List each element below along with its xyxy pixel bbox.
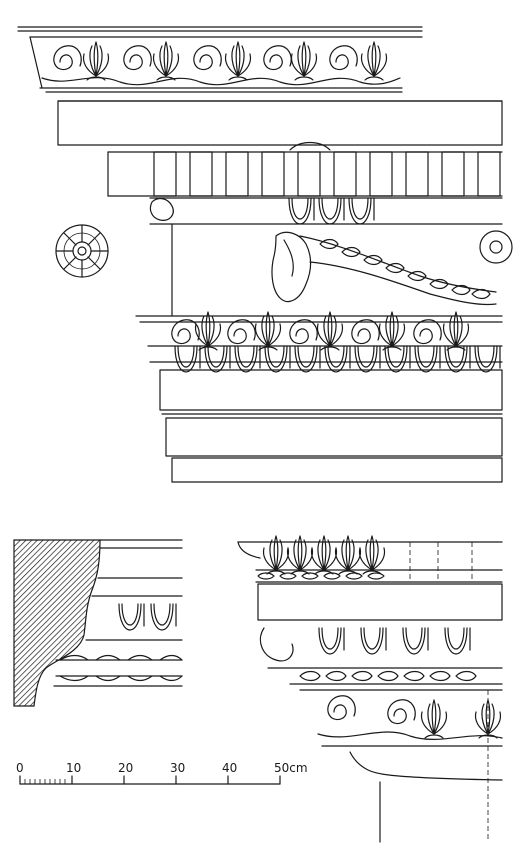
scale-label-20: 20 — [118, 761, 133, 775]
dentil-course — [107, 141, 503, 197]
cornice-profile-section — [13, 539, 183, 707]
garland — [299, 235, 497, 306]
egg-and-dart-upper — [149, 197, 503, 225]
rosette-detail — [55, 224, 109, 278]
frieze — [171, 223, 513, 317]
scale-label-30: 30 — [170, 761, 185, 775]
scale-bar: 0 10 20 30 40 50cm — [16, 761, 308, 785]
sima-ornament — [41, 41, 401, 86]
architrave-detail-elevation — [237, 535, 503, 843]
scale-label-0: 0 — [16, 761, 24, 775]
scale-label-50cm: 50cm — [274, 761, 308, 775]
architrave-fasciae — [159, 369, 503, 483]
corona — [57, 100, 503, 146]
scale-label-40: 40 — [222, 761, 237, 775]
scale-label-10: 10 — [66, 761, 81, 775]
upper-cornice — [17, 26, 423, 93]
architrave-crown — [135, 311, 503, 373]
